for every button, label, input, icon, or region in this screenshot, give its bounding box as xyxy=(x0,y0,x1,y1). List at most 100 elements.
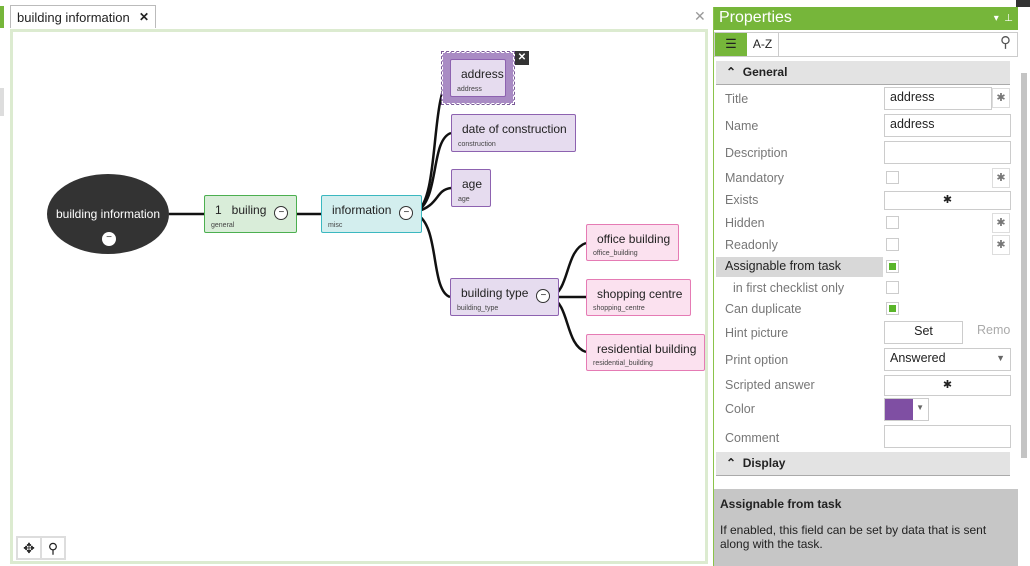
properties-toolbar: ☰ A-Z ⚲ xyxy=(714,32,1018,57)
remove-hint-picture-button[interactable]: Remo xyxy=(963,321,1010,344)
row-label: Mandatory xyxy=(725,171,785,185)
node-label: age xyxy=(462,177,483,191)
categorized-view-button[interactable]: ☰ xyxy=(715,33,747,56)
row-exists: Exists ✱ xyxy=(716,191,1011,211)
row-label: Print option xyxy=(725,353,789,367)
node-building[interactable]: 1 builing general − xyxy=(204,195,298,233)
node-address[interactable]: address address xyxy=(450,59,506,97)
node-sub: residential_building xyxy=(593,360,653,367)
row-label: Comment xyxy=(725,431,780,445)
row-assignable-from-task: Assignable from task xyxy=(716,257,899,277)
canvas-tools: ✥ ⚲ xyxy=(16,536,66,560)
node-sub: office_building xyxy=(593,250,638,257)
first-checklist-checkbox[interactable] xyxy=(886,281,899,294)
row-label: Exists xyxy=(725,193,759,207)
help-title: Assignable from task xyxy=(720,497,842,511)
script-puzzle-icon[interactable]: ✱ xyxy=(992,88,1010,108)
print-option-select[interactable]: Answered ▼ xyxy=(884,348,1011,371)
set-hint-picture-button[interactable]: Set xyxy=(884,321,963,344)
left-panel-edge xyxy=(0,6,4,28)
tab-close-icon[interactable]: ✕ xyxy=(138,10,149,24)
row-hint-picture: Hint picture Set Remo xyxy=(716,321,1010,345)
zoom-icon[interactable]: ⚲ xyxy=(41,537,65,559)
node-label: information xyxy=(332,203,392,217)
row-first-checklist: in first checklist only xyxy=(716,279,1010,299)
node-information[interactable]: information misc − xyxy=(321,195,423,233)
alphabetical-view-button[interactable]: A-Z xyxy=(747,33,779,56)
row-label: Name xyxy=(725,119,759,133)
chevron-down-icon: ▼ xyxy=(996,353,1005,363)
left-panel-handle[interactable] xyxy=(0,88,4,116)
row-description: Description xyxy=(716,141,1011,165)
dropdown-icon[interactable]: ▾ xyxy=(993,13,999,24)
pin-icon[interactable]: ⊥ xyxy=(1004,13,1013,24)
node-residential-building[interactable]: residential building residential_buildin… xyxy=(586,334,706,371)
title-input[interactable]: address xyxy=(884,87,992,110)
script-puzzle-icon[interactable]: ✱ xyxy=(992,235,1010,255)
mandatory-checkbox[interactable] xyxy=(886,171,899,184)
collapse-icon[interactable]: − xyxy=(274,206,289,220)
node-date-of-construction[interactable]: date of construction construction xyxy=(451,114,576,152)
properties-scrollbar[interactable] xyxy=(1018,59,1030,489)
node-label: office building xyxy=(597,232,671,246)
row-label: Readonly xyxy=(725,238,778,252)
tab-label: building information xyxy=(17,10,130,25)
property-search-input[interactable]: ⚲ xyxy=(779,33,1017,56)
can-duplicate-checkbox[interactable] xyxy=(886,302,899,315)
node-sub: address xyxy=(457,86,482,93)
row-title: Title address ✱ xyxy=(716,87,1010,111)
hidden-checkbox[interactable] xyxy=(886,216,899,229)
assignable-checkbox[interactable] xyxy=(886,260,899,273)
row-hidden: Hidden ✱ xyxy=(716,213,1010,234)
description-input[interactable] xyxy=(884,141,1011,164)
color-picker[interactable]: ▼ xyxy=(884,398,929,421)
scrollbar-thumb[interactable] xyxy=(1021,73,1027,458)
node-label: 1 builing xyxy=(215,203,267,217)
node-office-building[interactable]: office building office_building xyxy=(586,224,680,261)
section-general[interactable]: ⌃ General xyxy=(716,61,1010,85)
row-scripted-answer: Scripted answer ✱ xyxy=(716,375,1011,397)
node-label: shopping centre xyxy=(597,287,683,301)
delete-node-icon[interactable]: ✕ xyxy=(515,51,529,65)
section-label: General xyxy=(742,65,788,79)
help-panel: Assignable from task If enabled, this fi… xyxy=(714,489,1018,566)
root-label: building information xyxy=(55,207,161,221)
node-sub: construction xyxy=(458,141,496,148)
node-label: address xyxy=(461,67,504,81)
script-puzzle-icon[interactable]: ✱ xyxy=(992,213,1010,233)
row-color: Color ▼ xyxy=(716,398,1010,422)
selected-value: Answered xyxy=(890,351,946,365)
root-node[interactable]: building information − xyxy=(47,174,169,254)
row-label: Hidden xyxy=(725,216,765,230)
row-label: Title xyxy=(725,92,749,106)
row-mandatory: Mandatory ✱ xyxy=(716,168,1010,189)
node-building-type[interactable]: building type building_type − xyxy=(450,278,560,316)
collapse-icon[interactable]: − xyxy=(536,289,551,303)
scripted-answer-button[interactable]: ✱ xyxy=(884,375,1011,396)
node-age[interactable]: age age xyxy=(451,169,492,207)
node-label: date of construction xyxy=(462,122,567,136)
pan-icon[interactable]: ✥ xyxy=(17,537,41,559)
row-label: Can duplicate xyxy=(725,302,802,316)
row-label: Description xyxy=(725,146,788,160)
node-shopping-centre[interactable]: shopping centre shopping_centre xyxy=(586,279,692,316)
collapse-icon[interactable]: − xyxy=(399,206,414,220)
close-document-icon[interactable]: ✕ xyxy=(694,8,706,24)
row-label: in first checklist only xyxy=(733,281,845,295)
node-sub: misc xyxy=(328,222,343,229)
properties-title: Properties xyxy=(719,9,792,26)
color-swatch xyxy=(885,399,913,420)
row-label: Hint picture xyxy=(725,326,789,340)
node-sub: general xyxy=(211,222,235,229)
chevron-down-icon: ▼ xyxy=(916,403,924,412)
section-display[interactable]: ⌃ Display xyxy=(716,452,1010,476)
exists-script-button[interactable]: ✱ xyxy=(884,191,1011,210)
name-input[interactable]: address xyxy=(884,114,1011,137)
readonly-checkbox[interactable] xyxy=(886,238,899,251)
node-sub: shopping_centre xyxy=(593,305,645,312)
script-puzzle-icon[interactable]: ✱ xyxy=(992,168,1010,188)
tab-building-information[interactable]: building information ✕ xyxy=(10,5,156,28)
collapse-icon[interactable]: − xyxy=(102,232,116,246)
comment-input[interactable] xyxy=(884,425,1011,448)
connector xyxy=(415,131,452,214)
